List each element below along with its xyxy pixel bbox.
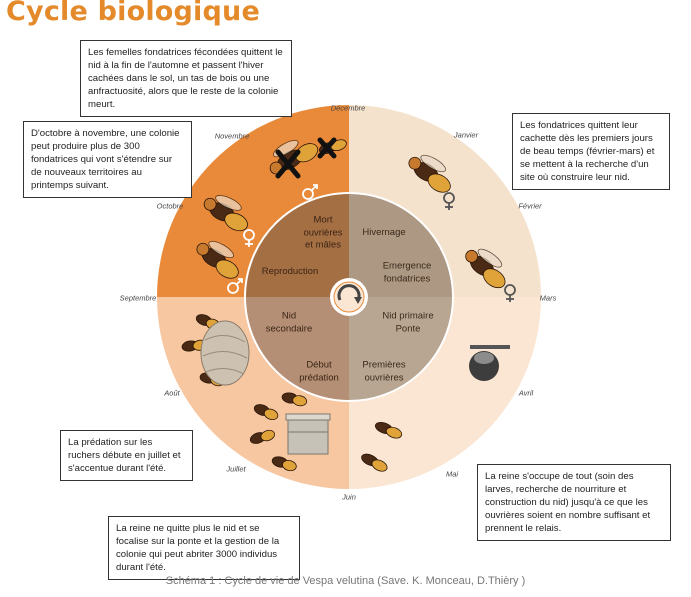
month-label: Novembre xyxy=(214,131,250,141)
month-label: Juillet xyxy=(226,464,246,474)
month-label: Mars xyxy=(539,293,557,303)
callout-right: Les fondatrices quittent leur cachette d… xyxy=(512,113,670,190)
page-title: Cycle biologique xyxy=(6,0,260,27)
inner-label-line: Mort xyxy=(313,214,333,226)
beehive-icon xyxy=(285,413,331,455)
inner-label-line: prédation xyxy=(299,372,339,383)
death-cross-icons xyxy=(275,137,337,179)
callout-predation: La prédation sur les ruchers débute en j… xyxy=(60,430,193,481)
inner-label-line: Début xyxy=(306,359,332,371)
label-hivernage: Hivernage xyxy=(362,227,405,240)
male-symbol-icon xyxy=(302,184,318,200)
primary-nest-icon xyxy=(469,345,510,381)
cycle-center-icon xyxy=(330,278,368,316)
callout-left: D'octobre à novembre, une colonie peut p… xyxy=(23,121,192,198)
month-label: Avril xyxy=(518,388,534,398)
male-symbol-icon xyxy=(227,278,243,294)
callout-top: Les femelles fondatrices fécondées quitt… xyxy=(80,40,292,117)
inner-label-line: Emergence xyxy=(382,260,432,272)
month-label: Mai xyxy=(445,469,459,479)
female-symbol-icon xyxy=(504,284,516,302)
inner-label-line: Reproduction xyxy=(261,265,319,277)
hornet-icons xyxy=(181,139,506,472)
inner-quadrant-top-left xyxy=(245,193,349,297)
inner-label-line: Ponte xyxy=(395,323,421,334)
month-label: Janvier xyxy=(453,130,479,140)
callout-queen-bottom-right: La reine s'occupe de tout (soin des larv… xyxy=(477,464,671,541)
sex-symbols xyxy=(227,184,318,294)
callout-top-text: Les femelles fondatrices fécondées quitt… xyxy=(88,47,283,110)
female-symbol-icon xyxy=(243,229,255,247)
inner-label-line: et mâles xyxy=(305,239,341,251)
callout-left-text: D'octobre à novembre, une colonie peut p… xyxy=(31,128,180,191)
callout-queen-bottom-text: La reine ne quitte plus le nid et se foc… xyxy=(116,523,280,573)
inner-label-line: Premières xyxy=(362,359,406,371)
inner-label-line: ouvrières xyxy=(303,226,343,238)
inner-label-line: Hivernage xyxy=(362,226,406,238)
female-symbol-icon xyxy=(443,192,455,210)
inner-quadrant-top-right xyxy=(349,193,453,297)
secondary-nest-icon xyxy=(200,320,250,386)
month-label: Décembre xyxy=(330,103,366,113)
callout-predation-text: La prédation sur les ruchers débute en j… xyxy=(68,437,181,474)
inner-label-line: secondaire xyxy=(265,323,313,334)
callout-queen-bottom: La reine ne quitte plus le nid et se foc… xyxy=(108,516,300,580)
month-label: Octobre xyxy=(156,201,184,211)
month-label: Février xyxy=(518,201,542,211)
month-label: Août xyxy=(164,388,180,398)
month-label: Juin xyxy=(342,492,356,502)
figure-caption: Schéma 1 : Cycle de vie de Vespa velutin… xyxy=(165,575,526,587)
inner-quadrant-bottom-left xyxy=(245,297,349,401)
label-reproduction: Reproduction xyxy=(262,266,319,279)
month-label: Septembre xyxy=(119,293,157,303)
inner-label-line: fondatrices xyxy=(383,273,431,284)
callout-queen-bottom-right-text: La reine s'occupe de tout (soin des larv… xyxy=(485,471,651,534)
inner-label-line: Nid primaire xyxy=(382,310,434,322)
callout-right-text: Les fondatrices quittent leur cachette d… xyxy=(520,120,655,183)
inner-label-line: Nid xyxy=(281,310,297,322)
inner-label-line: ouvrières xyxy=(364,372,404,383)
inner-quadrant-bottom-right xyxy=(349,297,453,401)
